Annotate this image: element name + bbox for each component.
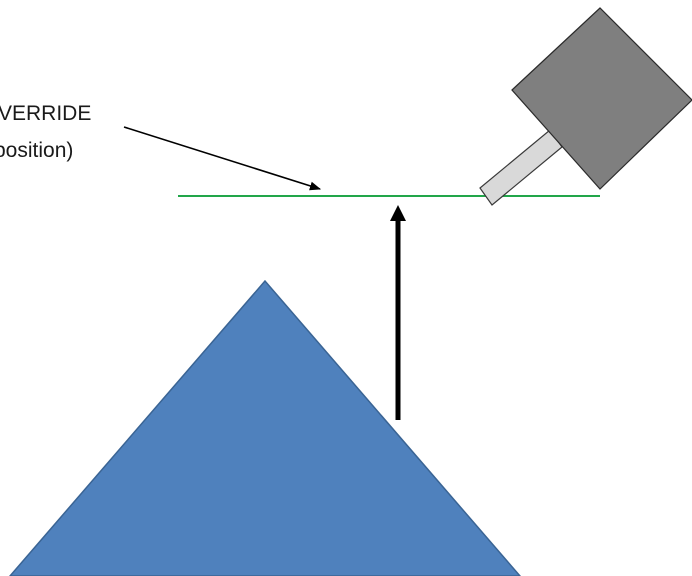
callout-arrow (123, 126, 322, 191)
up-arrow-head (390, 205, 406, 221)
tool-body (511, 7, 692, 190)
tool-tip (479, 129, 563, 206)
annotation-line-1: VERRIDE (0, 102, 91, 125)
up-arrow-icon (390, 205, 406, 420)
annotation-line-2: position) (0, 139, 73, 162)
triangle-workpiece-icon (9, 279, 521, 576)
machine-tool-icon (479, 7, 692, 206)
